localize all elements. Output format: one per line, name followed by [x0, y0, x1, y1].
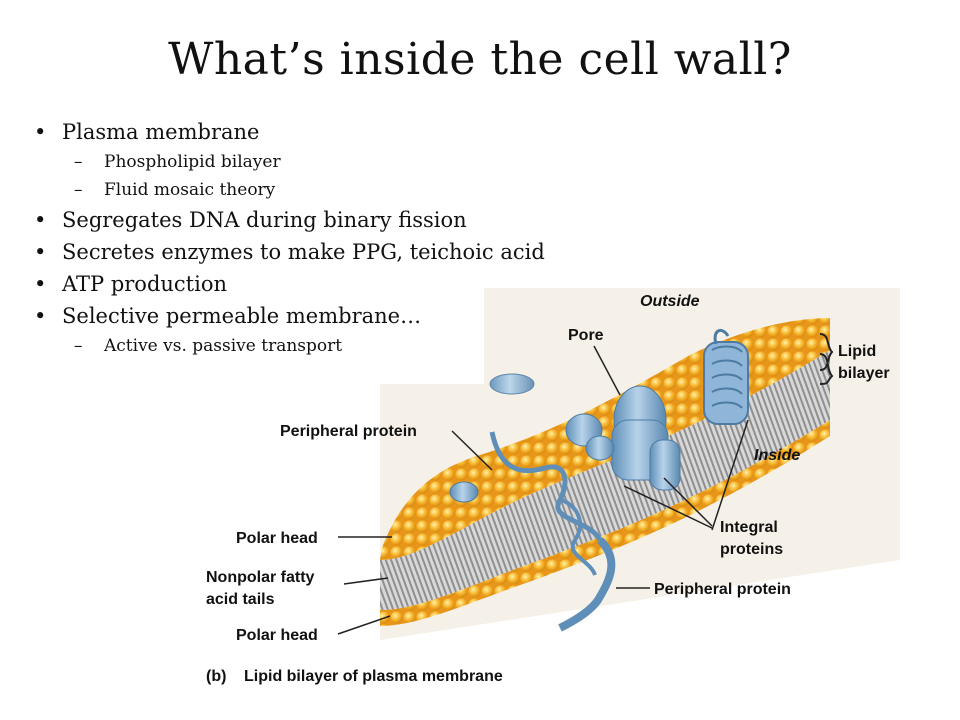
label-nonpolar-1: Nonpolar fatty — [206, 569, 315, 586]
label-nonpolar-2: acid tails — [206, 591, 275, 608]
label-peripheral-protein-top: Peripheral protein — [280, 423, 417, 440]
nonpolar-leader — [343, 577, 389, 585]
bullet-plasma-membrane: Plasma membrane — [34, 116, 545, 148]
integral-leader-3 — [711, 419, 749, 531]
label-integral-1: Integral — [720, 519, 778, 536]
label-inside: Inside — [754, 447, 800, 464]
integral-leader-1 — [663, 477, 713, 527]
sub-bullet-active-passive: Active vs. passive transport — [34, 332, 545, 360]
peripheral-protein-top-leader — [451, 430, 493, 471]
integral-protein-channel — [611, 385, 681, 491]
bullet-segregates-dna: Segregates DNA during binary fission — [34, 204, 545, 236]
integral-protein-helix — [703, 328, 749, 425]
label-lipid: Lipid — [838, 343, 876, 360]
bullet-list: Plasma membrane Phospholipid bilayer Flu… — [34, 116, 545, 360]
protein-loop — [561, 498, 597, 576]
polar-heads-lower — [380, 420, 830, 626]
lipid-bilayer-bracket — [819, 333, 834, 371]
polar-head-bottom-leader — [337, 615, 391, 635]
caption-tag: (b) — [206, 668, 226, 685]
peripheral-protein-blob — [449, 373, 615, 503]
sub-bullet-fluid-mosaic: Fluid mosaic theory — [34, 176, 545, 204]
sub-bullet-phospholipid: Phospholipid bilayer — [34, 148, 545, 176]
label-outside: Outside — [640, 293, 700, 310]
label-polar-head-top: Polar head — [236, 530, 318, 547]
label-pore: Pore — [568, 327, 604, 344]
bullet-secretes-enzymes: Secretes enzymes to make PPG, teichoic a… — [34, 236, 545, 268]
bullet-selective-permeable: Selective permeable membrane… — [34, 300, 545, 332]
bullet-atp-production: ATP production — [34, 268, 545, 300]
pore-leader — [593, 345, 621, 396]
label-bilayer: bilayer — [838, 365, 890, 382]
figure-caption: Lipid bilayer of plasma membrane — [244, 668, 503, 685]
label-polar-head-bottom: Polar head — [236, 627, 318, 644]
lipid-bilayer-bracket-lower — [819, 353, 834, 385]
peripheral-protein-strand-bottom — [558, 537, 616, 632]
label-integral-2: proteins — [720, 541, 783, 558]
peripheral-protein-strand-top — [489, 431, 603, 542]
slide-title: What’s inside the cell wall? — [168, 34, 792, 85]
label-peripheral-protein-bottom: Peripheral protein — [654, 581, 791, 598]
integral-leader-2 — [623, 485, 713, 529]
